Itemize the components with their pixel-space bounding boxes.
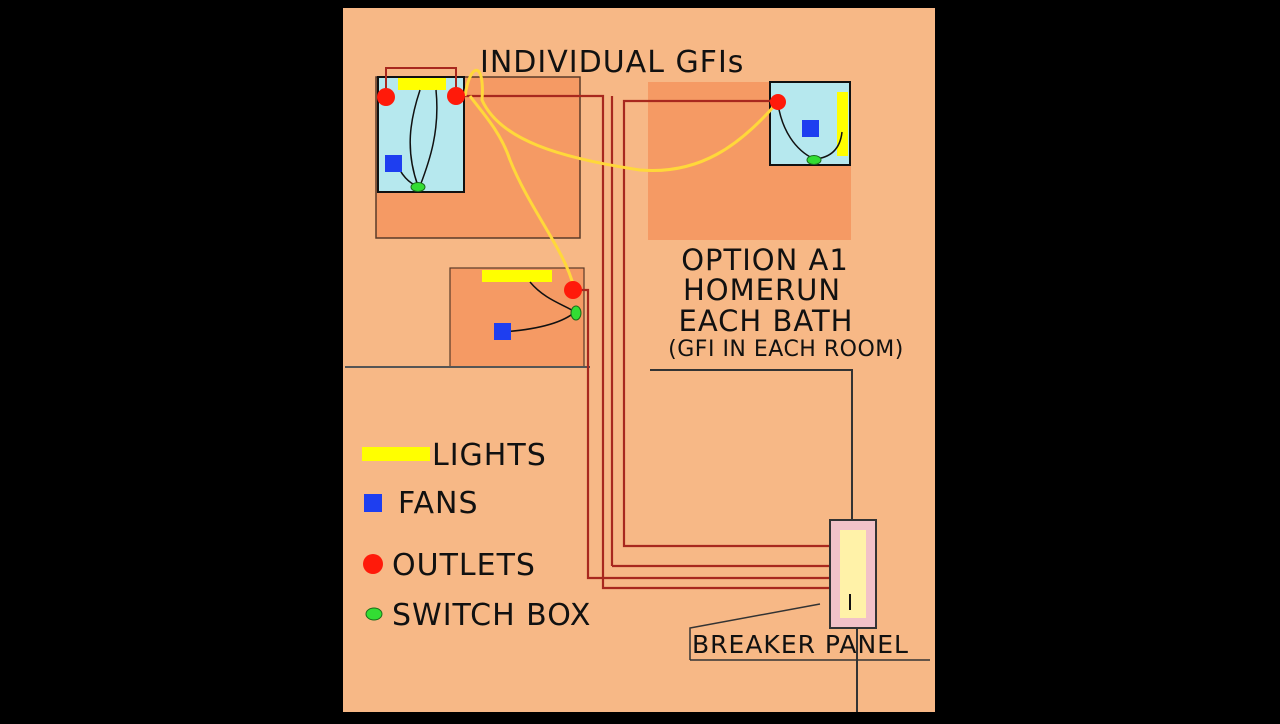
breaker-panel-bus <box>840 530 866 618</box>
option-line-1: OPTION A1 <box>681 243 849 277</box>
switch-box-1 <box>410 182 426 192</box>
legend-outlets-swatch <box>363 554 383 574</box>
outlet-bath-1-left <box>377 88 395 106</box>
panel-leader-line <box>689 603 821 660</box>
legend-switch-label: SWITCH BOX <box>392 598 591 633</box>
light-fixture-1 <box>398 78 446 90</box>
fan-3 <box>494 323 511 340</box>
circuit-wire-3 <box>578 288 848 580</box>
light-fixture-3 <box>482 270 552 282</box>
switch-wire-1a <box>409 89 421 187</box>
legend-lights-swatch <box>362 447 430 461</box>
fan-2 <box>802 120 819 137</box>
outlet-bath-3 <box>564 281 582 299</box>
legend-outlets-label: OUTLETS <box>392 548 536 583</box>
gfi-wire-bath-2 <box>463 68 778 173</box>
fan-1 <box>385 155 402 172</box>
circuit-wire-2 <box>622 99 848 548</box>
switch-box-3 <box>570 305 582 321</box>
legend-lights-label: LIGHTS <box>432 438 547 473</box>
circuit-wire-1 <box>465 94 848 590</box>
service-line <box>650 369 853 522</box>
legend-fans-swatch <box>364 494 382 512</box>
outlet-bath-2 <box>770 94 786 110</box>
bathroom-3 <box>449 267 585 368</box>
legend-switch-swatch <box>365 607 383 621</box>
jumper-wire <box>385 67 457 97</box>
gfi-wire-bath-3 <box>468 95 576 289</box>
switch-wire-1b <box>419 89 438 187</box>
light-fixture-2 <box>837 92 848 156</box>
switch-box-2 <box>806 155 822 165</box>
diagram-title: INDIVIDUAL GFIs <box>480 45 744 80</box>
legend-fans-label: FANS <box>398 486 479 521</box>
breaker-panel-label: BREAKER PANEL <box>692 630 909 659</box>
option-line-4: (GFI IN EACH ROOM) <box>668 337 904 362</box>
outlet-bath-1-gfi <box>447 87 465 105</box>
option-line-3: EACH BATH <box>679 304 854 338</box>
option-line-2: HOMERUN <box>683 273 841 307</box>
